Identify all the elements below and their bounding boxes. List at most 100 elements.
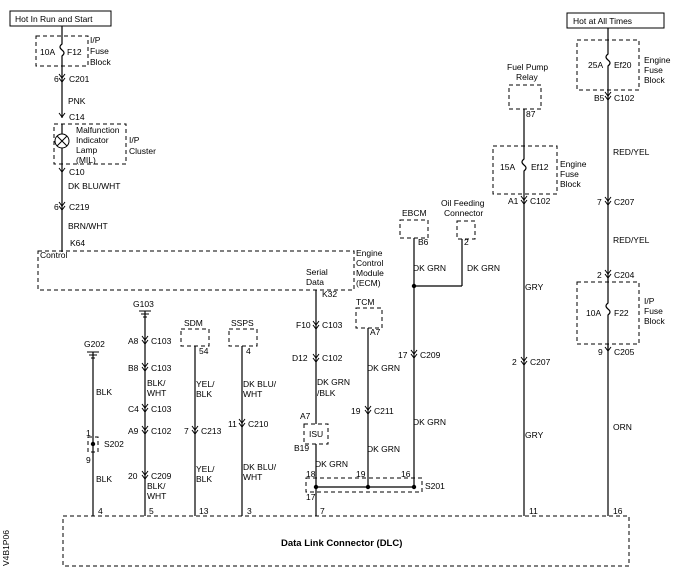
c207b-pin: 2 (512, 357, 517, 367)
ecm-label-1: Engine (356, 248, 383, 258)
g103-label: G103 (133, 299, 154, 309)
wire-dkgrn-tcm2: DK GRN (367, 444, 400, 454)
wire-yel-blk-1a: YEL/ (196, 379, 215, 389)
sdm-label: SDM (184, 318, 203, 328)
f12-name: F12 (67, 47, 82, 57)
ef20-block-3: Block (644, 75, 666, 85)
s201-box (305, 477, 423, 493)
c201-name: C201 (69, 74, 90, 84)
c102d-name: C102 (151, 426, 172, 436)
ef12-block-2: Fuse (560, 169, 579, 179)
wire-blk-1: BLK (96, 387, 112, 397)
s202-label: S202 (104, 439, 124, 449)
c213-pin: 7 (184, 426, 189, 436)
relay-label-2: Relay (516, 72, 538, 82)
c210-name: C210 (248, 419, 269, 429)
oil-feeding-1: Oil Feeding (441, 198, 485, 208)
ef20-rating: 25A (588, 60, 603, 70)
s201-pin-19: 19 (356, 469, 366, 479)
f22-block-1: I/P (644, 296, 655, 306)
f12-block-2: Fuse (90, 46, 109, 56)
oil-feeding-pin: 2 (464, 237, 469, 247)
mil-label-1: Malfunction (76, 125, 120, 135)
c209a-pin: 17 (398, 350, 408, 360)
c103c-name: C103 (151, 363, 172, 373)
wire-dkblu-wht-2a: DK BLU/ (243, 462, 277, 472)
ef12-fuse-box (492, 145, 558, 195)
tcm-label: TCM (356, 297, 374, 307)
s201-pin-16: 16 (401, 469, 411, 479)
c207b-name: C207 (530, 357, 551, 367)
s202-pin-1: 1 (86, 428, 91, 438)
wire-blk-wht-1b: WHT (147, 388, 166, 398)
c204-name: C204 (614, 270, 635, 280)
wire-dkgrn-blk-1: DK GRN (317, 377, 350, 387)
f22-name: F22 (614, 308, 629, 318)
g202-label: G202 (84, 339, 105, 349)
c103d-pin: C4 (128, 404, 139, 414)
figure-code: V4B1P06 (1, 530, 11, 566)
c103b-name: C103 (151, 336, 172, 346)
dlc-pin-3: 3 (247, 506, 252, 516)
wire-dkgrn-isu: DK GRN (315, 459, 348, 469)
wire-red-yel-2: RED/YEL (613, 235, 650, 245)
power-all-times: Hot at All Times (566, 12, 665, 29)
relay-label-1: Fuel Pump (507, 62, 548, 72)
f22-block-2: Fuse (644, 306, 663, 316)
k32-pin: K32 (322, 289, 337, 299)
c209a-name: C209 (420, 350, 441, 360)
ef20-block-2: Fuse (644, 65, 663, 75)
s202-pin-9: 9 (86, 455, 91, 465)
f12-block-3: Block (90, 57, 112, 67)
mil-label-3: Lamp (76, 145, 98, 155)
power-all-times-label: Hot at All Times (573, 16, 632, 26)
serial-data-2: Data (306, 277, 324, 287)
dlc-pin-7: 7 (320, 506, 325, 516)
c102c-name: C102 (530, 196, 551, 206)
ebcm-pin: B6 (418, 237, 429, 247)
ssps-label: SSPS (231, 318, 254, 328)
c211-name: C211 (374, 406, 394, 416)
s201-label: S201 (425, 481, 445, 491)
c207a-name: C207 (614, 197, 635, 207)
wire-dkgrn-tcm: DK GRN (367, 363, 400, 373)
wire-dkgrn-ebcm: DK GRN (413, 263, 446, 273)
ef20-name: Ef20 (614, 60, 632, 70)
cluster-label-1: I/P (129, 135, 140, 145)
wire-yel-blk-1b: BLK (196, 389, 212, 399)
s202-box (87, 436, 99, 453)
wire-gry-2: GRY (525, 430, 544, 440)
c102c-pin: A1 (508, 196, 519, 206)
c103a-pin: F10 (296, 320, 311, 330)
cluster-label-2: Cluster (129, 146, 156, 156)
c209b-pin: 20 (128, 471, 138, 481)
tcm-box (355, 307, 383, 329)
wire-dkgrn-blk-2: /BLK (317, 388, 336, 398)
c219-name: C219 (69, 202, 90, 212)
sdm-box (180, 328, 210, 347)
ef20-block-1: Engine (644, 55, 671, 65)
c103a-name: C103 (322, 320, 343, 330)
c14-name: C14 (69, 112, 85, 122)
isu-label: ISU (309, 429, 323, 439)
dlc-pin-16: 16 (613, 506, 623, 516)
ef12-block-1: Engine (560, 159, 587, 169)
c201-pin: 6 (54, 74, 59, 84)
dlc-pin-11: 11 (529, 506, 538, 516)
mil-label-2: Indicator (76, 135, 109, 145)
c102b-pin: B5 (594, 93, 605, 103)
c102a-name: C102 (322, 353, 343, 363)
wire-brn-wht: BRN/WHT (68, 221, 108, 231)
wire-yel-blk-2a: YEL/ (196, 464, 215, 474)
f22-block-3: Block (644, 316, 666, 326)
ecm-label-3: Module (356, 268, 384, 278)
c211-pin: 19 (351, 406, 361, 416)
wire-dkgrn-oil: DK GRN (467, 263, 500, 273)
wire-dkgrn-17: DK GRN (413, 417, 446, 427)
ebcm-label: EBCM (402, 208, 427, 218)
relay-pin: 87 (526, 109, 536, 119)
c103c-pin: B8 (128, 363, 139, 373)
c205-name: C205 (614, 347, 635, 357)
c10-name: C10 (69, 167, 85, 177)
